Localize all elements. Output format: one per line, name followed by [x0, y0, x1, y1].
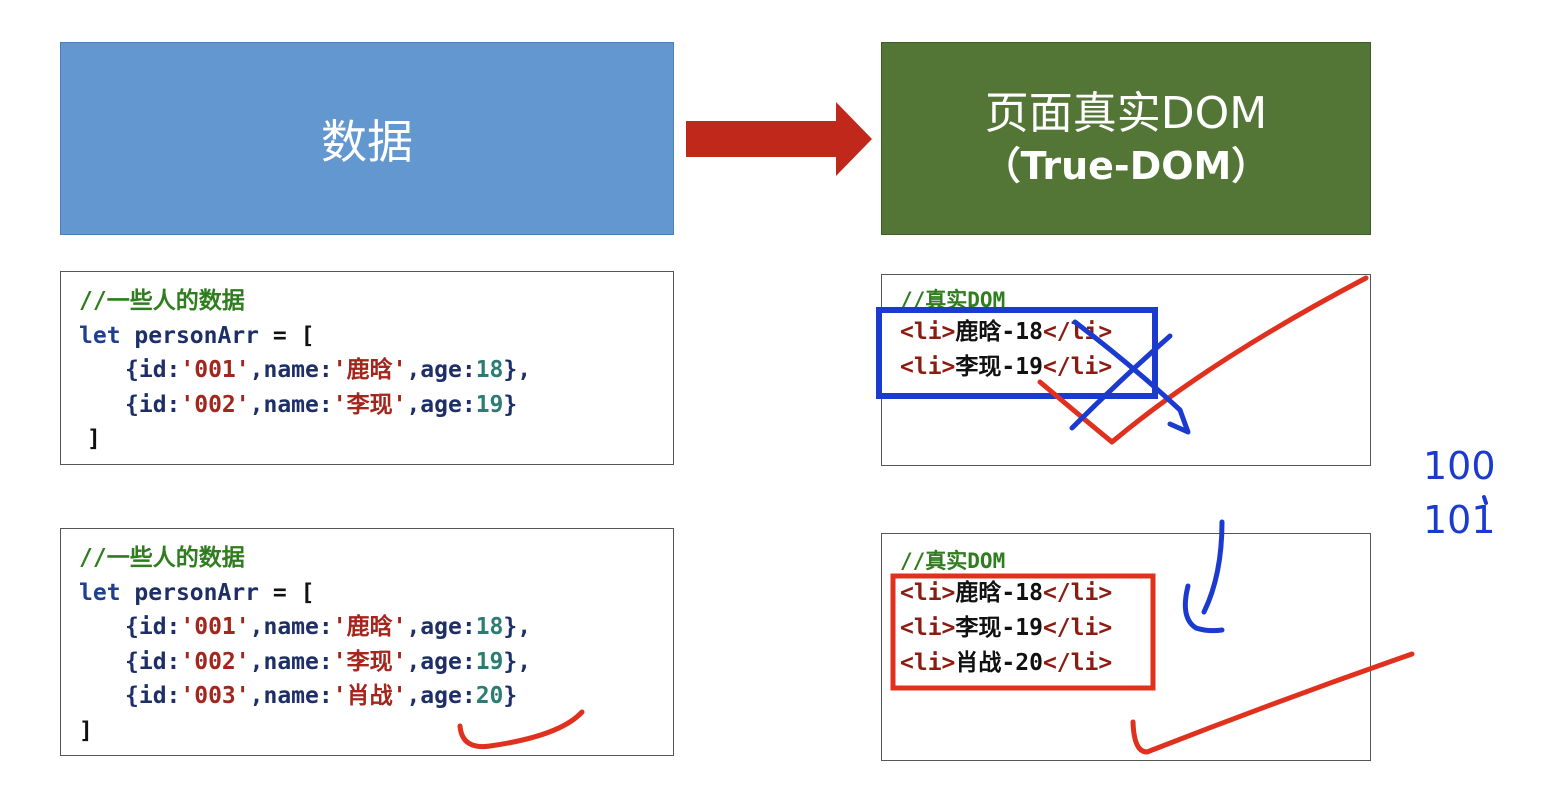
highlight-box-blue — [876, 307, 1158, 399]
keyword: let — [79, 579, 121, 606]
li-element: <li>鹿晗-18</li> — [900, 580, 1113, 606]
blue-cross-mark — [1069, 319, 1191, 435]
code-object-line: {id:'001',name:'鹿晗',age:18}, — [125, 614, 532, 640]
age-value: 18 — [475, 357, 504, 383]
object-end: } — [503, 391, 518, 418]
blue-tick-mark — [1482, 495, 1488, 505]
li-text: 李现-19 — [955, 615, 1043, 641]
name-value: '肖战' — [332, 683, 407, 709]
code-object-line: {id:'002',name:'李现',age:19}, — [125, 648, 532, 675]
operator: = [ — [272, 322, 315, 349]
code-close: ] — [79, 717, 93, 744]
id-value: '002' — [180, 391, 250, 418]
code-object-line: {id:'001',name:'鹿晗',age:18}, — [125, 357, 532, 383]
annotation-number-bottom: 101 — [1423, 498, 1496, 542]
name-value: '鹿晗' — [332, 614, 407, 640]
red-check-mark — [1037, 275, 1369, 445]
id-value: '001' — [180, 357, 250, 383]
operator: = [ — [272, 579, 315, 606]
blue-down-arrow — [1182, 519, 1225, 634]
object-end: }, — [503, 614, 532, 640]
data-box: 数据 — [60, 42, 674, 235]
object-end: } — [503, 683, 518, 709]
li-text: 李现-19 — [955, 354, 1043, 380]
data-label: 数据 — [321, 114, 413, 169]
dom-comment: //真实DOM — [900, 549, 1006, 573]
age-value: 19 — [475, 391, 504, 418]
age-value: 19 — [475, 648, 504, 675]
name-value: '李现' — [332, 648, 407, 675]
li-element: <li>肖战-20</li> — [900, 650, 1113, 676]
code-declaration: let personArr = [ — [79, 319, 673, 354]
age-value: 20 — [475, 683, 504, 709]
annotation-number-top: 100 — [1423, 444, 1496, 488]
li-text: 鹿晗-18 — [955, 580, 1043, 606]
li-text: 鹿晗-18 — [955, 319, 1043, 345]
variable-name: personArr — [134, 579, 260, 606]
keyword: let — [79, 322, 121, 349]
red-underline-mark — [457, 709, 585, 750]
code-box-updated: //一些人的数据 let personArr = [ {id:'001',nam… — [60, 528, 674, 756]
age-value: 18 — [475, 614, 504, 640]
object-end: }, — [503, 648, 532, 675]
variable-name: personArr — [134, 322, 260, 349]
dom-title: 页面真实DOM — [984, 87, 1268, 139]
code-comment: //一些人的数据 — [79, 545, 245, 571]
li-element: <li>李现-19</li> — [900, 354, 1113, 380]
code-object-line: {id:'002',name:'李现',age:19} — [125, 391, 518, 418]
id-value: '002' — [180, 648, 250, 675]
code-close: ] — [87, 426, 101, 452]
li-text: 肖战-20 — [955, 650, 1043, 676]
code-box-original: //一些人的数据 let personArr = [ {id:'001',nam… — [60, 271, 674, 465]
code-comment: //一些人的数据 — [79, 288, 245, 314]
red-check-mark — [1130, 651, 1415, 755]
true-dom-box: 页面真实DOM （True-DOM） — [881, 42, 1371, 235]
highlight-box-red — [890, 573, 1156, 691]
name-value: '李现' — [332, 391, 407, 418]
dom-box-original: //真实DOM <li>鹿晗-18</li> <li>李现-19</li> — [881, 274, 1371, 466]
code-object-line: {id:'003',name:'肖战',age:20} — [125, 683, 518, 709]
dom-box-updated: //真实DOM <li>鹿晗-18</li> <li>李现-19</li> <l… — [881, 533, 1371, 761]
li-element: <li>李现-19</li> — [900, 615, 1113, 641]
id-value: '001' — [180, 614, 250, 640]
object-end: }, — [503, 357, 532, 383]
id-value: '003' — [180, 683, 250, 709]
code-declaration: let personArr = [ — [79, 576, 673, 611]
dom-subtitle: （True-DOM） — [982, 143, 1270, 188]
name-value: '鹿晗' — [332, 357, 407, 383]
right-arrow-icon — [686, 102, 872, 176]
